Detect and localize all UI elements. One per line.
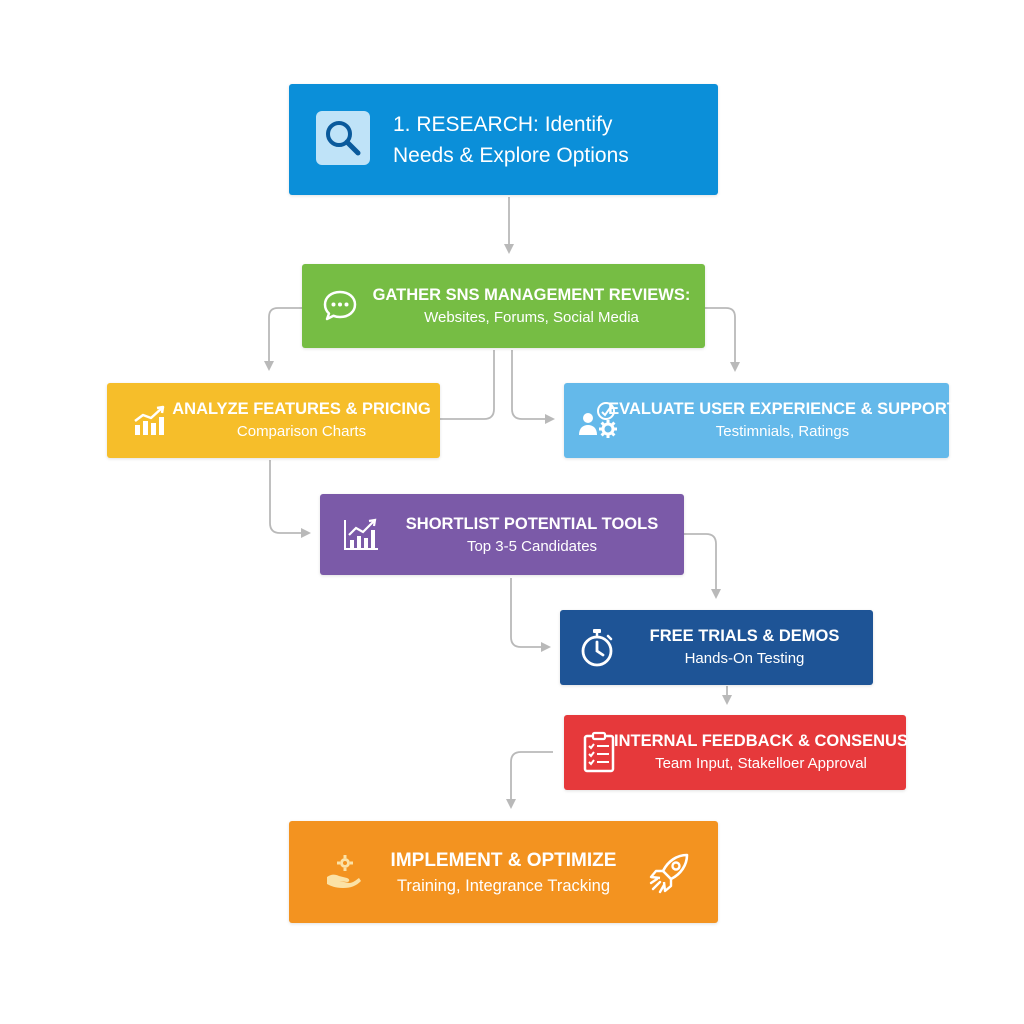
growth-chart-icon [344,518,378,550]
step-feedback-subtitle: Team Input, Stakelloer Approval [655,755,867,772]
step-evaluate-ux: EVALUATE USER EXPERIENCE & SUPPORT Testi… [564,383,957,458]
connector-feedback-to-implement [506,751,553,809]
step-shortlist-title: SHORTLIST POTENTIAL TOOLS [405,514,659,533]
speech-bubble-icon [323,290,357,321]
step-analyze-features: ANALYZE FEATURES & PRICING Comparison Ch… [107,383,440,458]
connector-analyze-to-shortlist [269,460,311,538]
step-trials-subtitle: Hands-On Testing [684,650,805,667]
connector-shortlist-to-trials-lower [510,578,551,652]
step-gather-subtitle: Websites, Forums, Social Media [424,309,639,326]
clipboard-checklist-icon [583,731,615,773]
step-research-line2: Needs & Explore Options [393,143,629,167]
user-gear-icon [579,402,617,438]
step-shortlist-subtitle: Top 3-5 Candidates [466,537,598,555]
step-free-trials: FREE TRIALS & DEMOS Hands-On Testing [560,610,873,685]
step-feedback-title: INTERNAL FEEDBACK & CONSENUS [614,732,908,750]
step-implement-title: IMPLEMENT & OPTIMIZE [390,849,617,871]
step-internal-feedback: INTERNAL FEEDBACK & CONSENUS Team Input,… [564,715,908,790]
connector-shortlist-to-trials [684,533,721,599]
step-evaluate-title: EVALUATE USER EXPERIENCE & SUPPORT [608,400,957,418]
step-gather-reviews: GATHER SNS MANAGEMENT REVIEWS: Websites,… [302,264,705,348]
connector-gather-to-evaluate [705,307,740,372]
step-implement-subtitle: Training, Integrance Tracking [396,876,611,895]
step-evaluate-subtitle: Testimnials, Ratings [715,423,850,440]
step-trials-title: FREE TRIALS & DEMOS [649,627,840,645]
step-gather-title: GATHER SNS MANAGEMENT REVIEWS: [372,286,691,304]
step-analyze-title: ANALYZE FEATURES & PRICING [172,400,431,418]
step-analyze-subtitle: Comparison Charts [236,423,367,440]
connector-analyze-to-gather [440,350,495,420]
step-research: 1. RESEARCH: Identify Needs & Explore Op… [289,84,718,195]
step-implement-optimize: IMPLEMENT & OPTIMIZE Training, Integranc… [289,821,718,923]
rocket-icon [649,853,689,894]
hand-gear-icon [327,855,361,888]
connector-gather-to-analyze [264,307,302,371]
connector-gather-to-evaluate-lower [511,350,555,424]
step-research-line1: 1. RESEARCH: Identify [393,112,613,136]
step-shortlist-tools: SHORTLIST POTENTIAL TOOLS Top 3-5 Candid… [320,494,684,575]
magnifier-icon [316,111,370,165]
stopwatch-icon [581,629,613,667]
bar-chart-icon [134,405,165,435]
